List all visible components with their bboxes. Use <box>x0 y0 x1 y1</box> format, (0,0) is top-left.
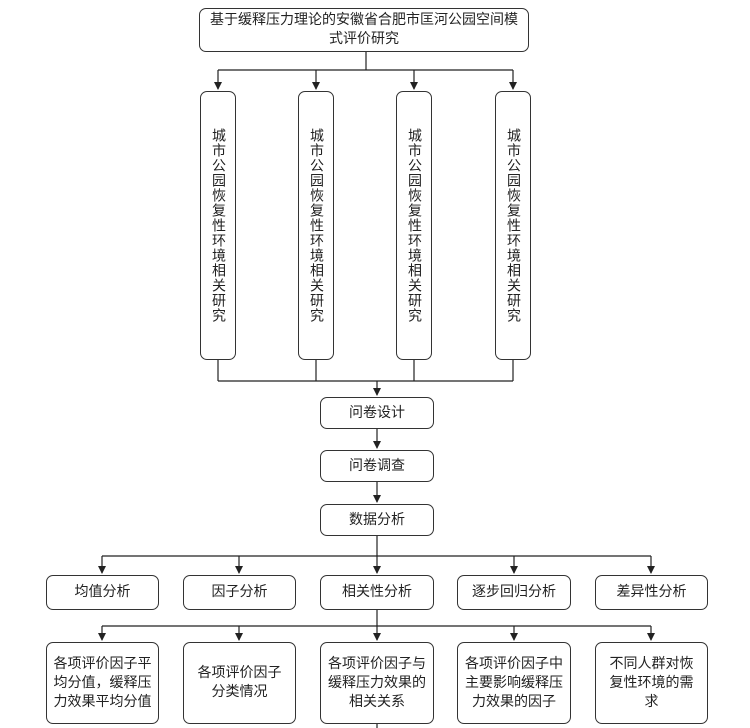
research-box-4: 城市公园恢复性环境相关研究 <box>495 91 531 360</box>
result-box-3: 各项评价因子与缓释压力效果的相关关系 <box>320 642 434 724</box>
result-box-4: 各项评价因子中主要影响缓释压力效果的因子 <box>457 642 571 724</box>
analysis-box-4: 逐步回归分析 <box>457 575 571 610</box>
result-text: 各项评价因子中主要影响缓释压力效果的因子 <box>465 655 563 710</box>
step-data-analysis: 数据分析 <box>320 504 434 536</box>
step-label: 数据分析 <box>349 511 405 528</box>
analysis-label: 相关性分析 <box>342 584 412 600</box>
result-box-5: 不同人群对恢复性环境的需求 <box>595 642 708 724</box>
step-label: 问卷设计 <box>349 404 405 421</box>
research-box-1: 城市公园恢复性环境相关研究 <box>200 91 236 360</box>
result-text: 各项评价因子分类情况 <box>197 665 282 700</box>
research-box-label: 城市公园恢复性环境相关研究 <box>505 128 521 323</box>
analysis-box-3: 相关性分析 <box>320 575 434 610</box>
research-box-label: 城市公园恢复性环境相关研究 <box>406 128 422 323</box>
result-text: 各项评价因子平均分值，缓释压力效果平均分值 <box>53 655 152 710</box>
research-box-2: 城市公园恢复性环境相关研究 <box>298 91 334 360</box>
analysis-box-1: 均值分析 <box>46 575 159 610</box>
analysis-label: 逐步回归分析 <box>472 584 556 600</box>
title-box: 基于缓释压力理论的安徽省合肥市匡河公园空间模式评价研究 <box>199 8 529 52</box>
analysis-label: 差异性分析 <box>616 584 687 600</box>
analysis-label: 因子分析 <box>211 584 268 600</box>
step-questionnaire-survey: 问卷调查 <box>320 450 434 482</box>
step-label: 问卷调查 <box>349 457 405 474</box>
analysis-box-2: 因子分析 <box>183 575 296 610</box>
analysis-label: 均值分析 <box>74 584 131 600</box>
step-questionnaire-design: 问卷设计 <box>320 397 434 429</box>
research-box-label: 城市公园恢复性环境相关研究 <box>210 128 226 323</box>
result-text: 不同人群对恢复性环境的需求 <box>609 655 694 710</box>
result-text: 各项评价因子与缓释压力效果的相关关系 <box>328 655 426 710</box>
research-box-label: 城市公园恢复性环境相关研究 <box>308 128 324 323</box>
result-box-2: 各项评价因子分类情况 <box>183 642 296 724</box>
title-text: 基于缓释压力理论的安徽省合肥市匡河公园空间模式评价研究 <box>210 12 518 47</box>
result-box-1: 各项评价因子平均分值，缓释压力效果平均分值 <box>46 642 159 724</box>
analysis-box-5: 差异性分析 <box>595 575 708 610</box>
research-box-3: 城市公园恢复性环境相关研究 <box>396 91 432 360</box>
